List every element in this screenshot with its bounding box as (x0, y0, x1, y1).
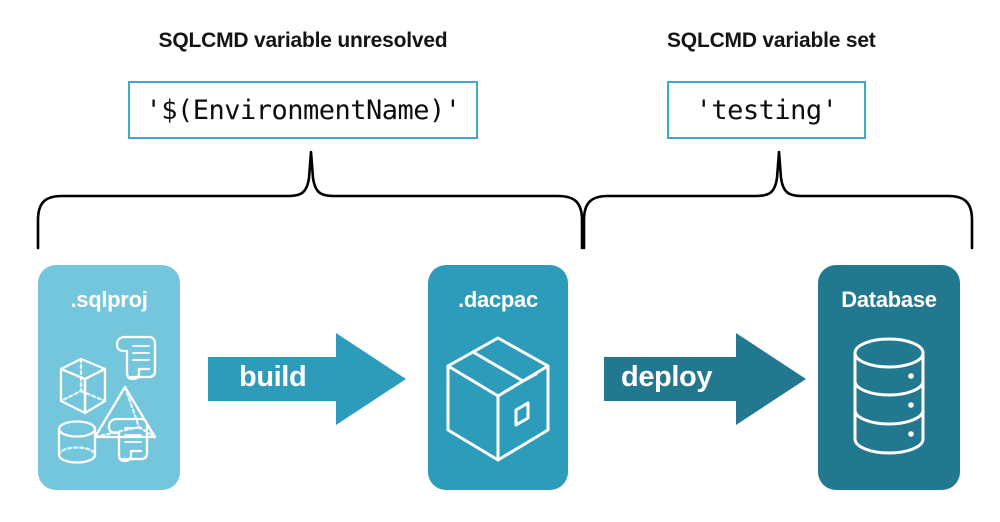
stage-card-sqlproj: .sqlproj (38, 265, 180, 490)
package-box-icon (428, 311, 568, 490)
brace-connector-right (582, 150, 974, 250)
deploy-arrow (604, 333, 806, 425)
build-arrow (208, 333, 406, 425)
sqlcmd-value-box-unresolved: '$(EnvironmentName)' (128, 81, 478, 139)
database-cylinder-icon (818, 311, 960, 490)
section-heading-unresolved: SQLCMD variable unresolved (158, 29, 448, 52)
cube-icon (59, 357, 107, 414)
sql-project-objects-icon (38, 311, 180, 490)
stage-label-database: Database (841, 287, 937, 312)
sqlcmd-value-unresolved: '$(EnvironmentName)' (145, 94, 461, 126)
brace-connector-left (36, 150, 584, 250)
script-scroll-icon-bottom (107, 417, 149, 462)
sqlcmd-value-set: 'testing' (695, 94, 838, 126)
stage-label-dacpac: .dacpac (458, 287, 538, 312)
sqlcmd-value-box-set: 'testing' (667, 81, 866, 139)
deploy-arrow-label: deploy (621, 361, 713, 393)
stage-card-database: Database (818, 265, 960, 490)
section-heading-set: SQLCMD variable set (667, 29, 876, 52)
cylinder-icon (57, 419, 97, 464)
stage-label-sqlproj: .sqlproj (70, 287, 148, 312)
stage-card-dacpac: .dacpac (428, 265, 568, 490)
build-arrow-label: build (239, 361, 307, 393)
script-scroll-icon-top (115, 335, 157, 380)
